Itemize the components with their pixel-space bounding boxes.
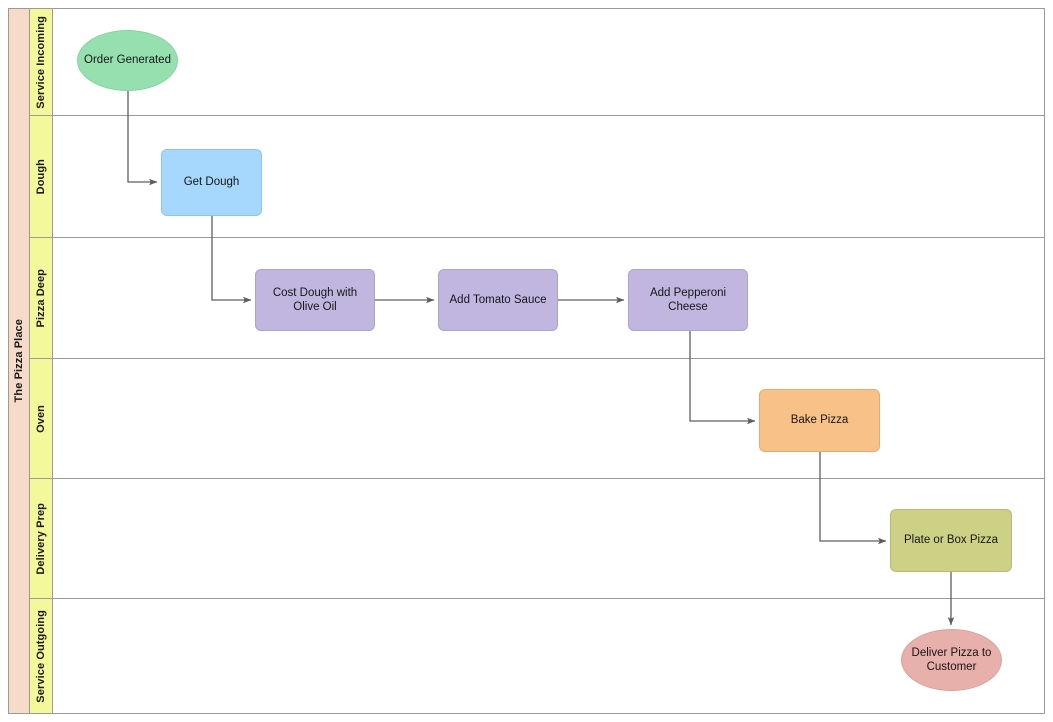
node-order-generated[interactable]: Order Generated <box>77 30 178 91</box>
lane-label-pizza-deep: Pizza Deep <box>30 238 53 358</box>
node-get-dough[interactable]: Get Dough <box>161 149 262 216</box>
lane-label-text: Service Outgoing <box>35 609 47 703</box>
lane-service-outgoing: Service Outgoing <box>30 599 1044 713</box>
lane-body-service-outgoing <box>53 599 1044 713</box>
lane-label-text: Pizza Deep <box>35 268 47 328</box>
node-bake-pizza[interactable]: Bake Pizza <box>759 389 880 452</box>
pool-title: The Pizza Place <box>9 9 30 713</box>
node-add-pepperoni[interactable]: Add Pepperoni Cheese <box>628 269 748 331</box>
lane-label-delivery-prep: Delivery Prep <box>30 479 53 598</box>
node-deliver-pizza[interactable]: Deliver Pizza to Customer <box>901 629 1002 691</box>
lane-label-text: Delivery Prep <box>35 502 47 575</box>
node-label: Plate or Box Pizza <box>904 534 998 547</box>
node-label: Add Tomato Sauce <box>449 293 547 306</box>
lane-label-text: Service Incoming <box>35 15 47 109</box>
lane-oven: Oven <box>30 359 1044 479</box>
pool-title-label: The Pizza Place <box>13 319 25 403</box>
lane-label-service-outgoing: Service Outgoing <box>30 599 53 713</box>
lane-label-text: Oven <box>35 404 47 433</box>
node-label: Get Dough <box>183 176 240 189</box>
lane-body-service-incoming <box>53 9 1044 115</box>
lane-label-text: Dough <box>35 158 47 195</box>
node-label: Bake Pizza <box>790 414 849 427</box>
node-label: Deliver Pizza to Customer <box>911 646 992 673</box>
lane-label-dough: Dough <box>30 116 53 237</box>
node-add-tomato-sauce[interactable]: Add Tomato Sauce <box>438 269 558 331</box>
node-cost-dough[interactable]: Cost Dough with Olive Oil <box>255 269 375 331</box>
lane-service-incoming: Service Incoming <box>30 9 1044 116</box>
lane-label-service-incoming: Service Incoming <box>30 9 53 115</box>
node-plate-or-box[interactable]: Plate or Box Pizza <box>890 509 1012 572</box>
node-label: Order Generated <box>84 54 171 67</box>
lane-body-oven <box>53 359 1044 478</box>
node-label: Cost Dough with Olive Oil <box>272 286 358 313</box>
lane-label-oven: Oven <box>30 359 53 478</box>
node-label: Add Pepperoni Cheese <box>649 286 727 313</box>
